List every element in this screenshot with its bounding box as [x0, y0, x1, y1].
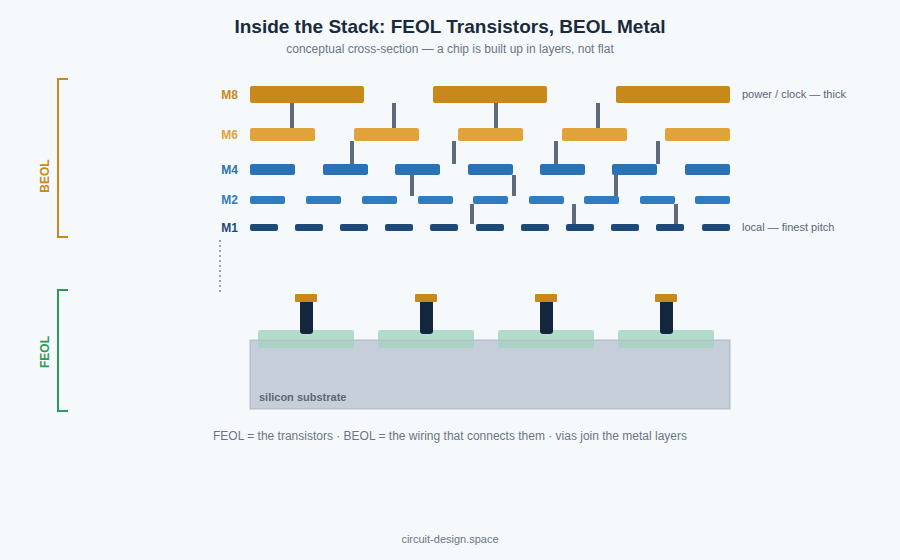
beol-bracket: [58, 79, 68, 237]
active-regions: [258, 330, 714, 348]
metal-m8: [250, 86, 730, 103]
metal-m4: [250, 164, 730, 175]
metal-m6: [250, 128, 730, 141]
substrate-label: silicon substrate: [259, 391, 721, 404]
substrate-fill: [250, 340, 730, 409]
metal-m1: [250, 224, 730, 231]
region-label: FEOL: [38, 336, 52, 368]
layer-name: M1: [221, 221, 238, 235]
layer-name: M4: [221, 163, 238, 177]
layer-name: M2: [221, 193, 238, 207]
transistor-gates: [295, 294, 677, 334]
watermark: circuit-design.space: [401, 533, 498, 546]
layer-note: local — finest pitch: [742, 221, 834, 234]
layer-note: power / clock — thick: [742, 88, 846, 101]
diagram-caption: FEOL = the transistors · BEOL = the wiri…: [213, 429, 687, 443]
dotted-link: [219, 240, 221, 292]
region-label: BEOL: [38, 159, 52, 192]
metal-m2: [250, 196, 730, 204]
vias: [290, 103, 678, 224]
diagram-title: Inside the Stack: FEOL Transistors, BEOL…: [234, 16, 665, 39]
feol-bracket: [58, 290, 68, 411]
layer-name: M8: [221, 88, 238, 102]
layer-name: M6: [221, 128, 238, 142]
subtitle: conceptual cross-section — a chip is bui…: [286, 42, 614, 56]
substrate-band: silicon substrate: [250, 340, 730, 409]
